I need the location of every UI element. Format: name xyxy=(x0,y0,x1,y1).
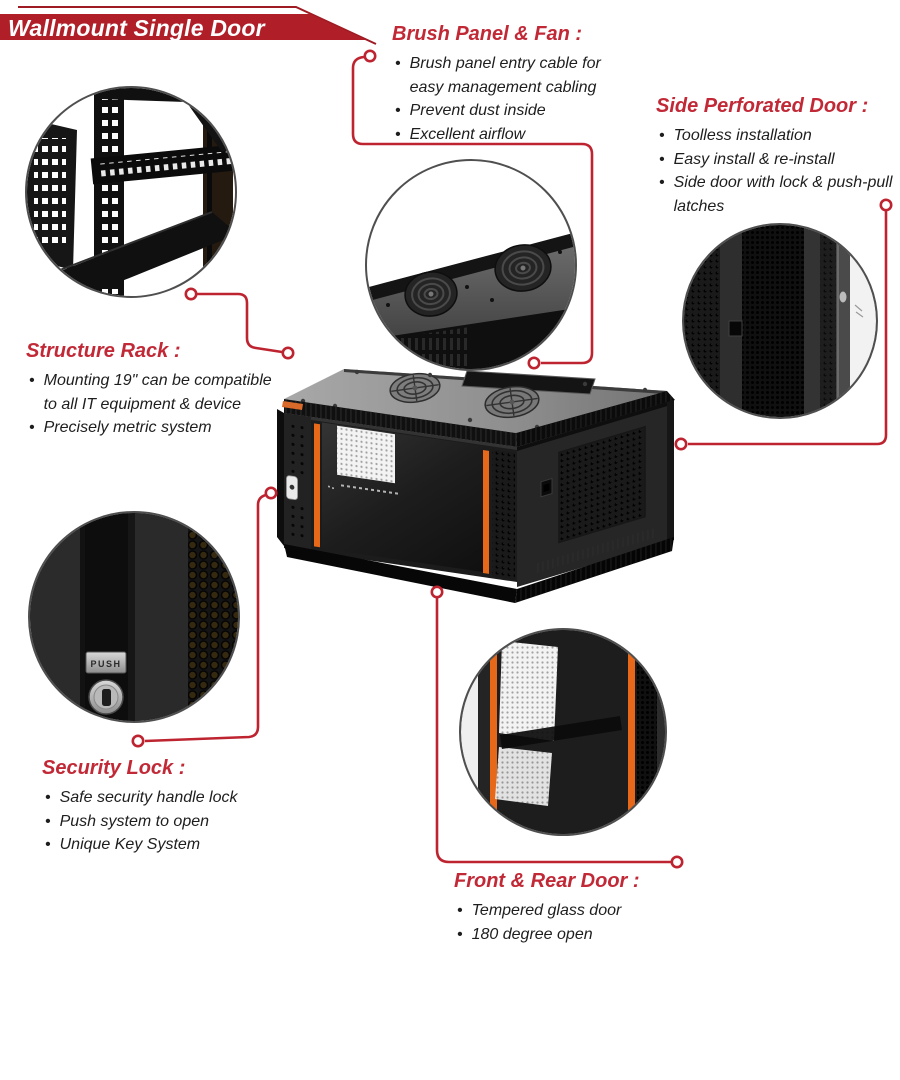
page-title: Wallmount Single Door xyxy=(8,15,265,41)
section-heading-brush-panel-fan: Brush Panel & Fan : xyxy=(392,23,583,45)
bullet-list: Safe security handle lock Push system to… xyxy=(42,786,277,857)
front-orange-rail-right xyxy=(483,450,489,574)
side-door-latch xyxy=(728,320,743,337)
interior-perforated-panel-lower xyxy=(495,747,552,806)
section-heading-structure-rack: Structure Rack : xyxy=(26,340,181,362)
bullet-item: Safe security handle lock xyxy=(42,786,277,810)
bullet-item: Tempered glass door xyxy=(454,899,684,923)
security-lock-photo: PUSH xyxy=(30,513,238,721)
banner-shape xyxy=(0,14,366,40)
side-perforated-vent xyxy=(558,425,646,544)
connector-side-door xyxy=(688,211,888,446)
front-rear-door-photo-ring xyxy=(459,628,667,836)
rack-crossbar xyxy=(90,144,235,185)
connector-front-door xyxy=(435,598,671,864)
structure-rack-photo xyxy=(27,88,235,296)
security-lock-photo-ring xyxy=(28,511,240,723)
keyhole xyxy=(102,689,111,706)
bullet-list: Mounting 19" can be compatible to all IT… xyxy=(26,369,288,440)
bullet-list: Tempered glass door 180 degree open xyxy=(454,899,684,946)
banner-outline xyxy=(18,6,377,45)
bullet-item: Precisely metric system xyxy=(26,416,288,440)
bullet-item: Brush panel entry cable for easy managem… xyxy=(392,52,607,99)
interior-brand-logo xyxy=(496,630,518,637)
callout-front-rear-door: Front & Rear Door : Tempered glass door … xyxy=(454,869,684,946)
front-rear-door-photo xyxy=(461,630,665,834)
front-vent-holes xyxy=(291,424,304,538)
bullet-item: Mounting 19" can be compatible to all IT… xyxy=(26,369,288,416)
bullet-item: Side door with lock & push-pull latches xyxy=(656,171,898,218)
brush-panel-fan-photo-ring xyxy=(365,159,577,371)
interior-orange-rail-right xyxy=(628,638,635,810)
bullet-list: Brush panel entry cable for easy managem… xyxy=(392,52,607,146)
section-heading-security-lock: Security Lock : xyxy=(42,757,186,779)
bullet-item: Easy install & re-install xyxy=(656,148,898,172)
fan-grille-photo-right xyxy=(494,244,552,292)
interior-perforated-panel-upper xyxy=(499,641,558,741)
callout-side-perforated-door: Side Perforated Door : Toolless installa… xyxy=(656,94,898,218)
bullet-item: Unique Key System xyxy=(42,833,277,857)
connector-structure-rack xyxy=(197,292,283,354)
interior-orange-rail-left xyxy=(490,640,497,826)
callout-structure-rack: Structure Rack : Mounting 19" can be com… xyxy=(26,339,288,440)
cabinet-brush-panel xyxy=(461,370,596,395)
cabinet-side-face xyxy=(517,400,674,587)
side-door-photo-ring xyxy=(682,223,878,419)
bullet-item: Toolless installation xyxy=(656,124,898,148)
callout-brush-panel-fan: Brush Panel & Fan : Brush panel entry ca… xyxy=(392,22,607,146)
bullet-item: Push system to open xyxy=(42,810,277,834)
security-lock-assembly: PUSH xyxy=(85,651,127,715)
callout-endpoints xyxy=(131,49,893,869)
front-right-vent-column xyxy=(492,449,515,580)
callout-connectors xyxy=(144,55,888,864)
title-banner xyxy=(0,6,377,45)
connector-security-lock xyxy=(144,493,267,743)
cabinet-fan-grille-right xyxy=(484,385,540,419)
bullet-list: Toolless installation Easy install & re-… xyxy=(656,124,898,218)
front-perforated-panel-reflection xyxy=(337,425,395,484)
cabinet-front-face xyxy=(284,413,517,582)
section-heading-front-rear-door: Front & Rear Door : xyxy=(454,870,640,892)
push-plate-label: PUSH xyxy=(90,659,121,669)
callout-security-lock: Security Lock : Safe security handle loc… xyxy=(42,756,277,857)
front-orange-rail-left xyxy=(314,423,320,548)
cabinet-fan-grille-left xyxy=(389,372,441,404)
bullet-item: Prevent dust inside xyxy=(392,99,607,123)
side-door-hinge-pin xyxy=(839,291,847,303)
cabinet-illustration xyxy=(277,369,675,603)
bullet-item: Excellent airflow xyxy=(392,123,607,147)
bullet-item: 180 degree open xyxy=(454,923,684,947)
fan-grille-photo-left xyxy=(404,271,458,317)
section-heading-side-perforated-door: Side Perforated Door : xyxy=(656,95,869,117)
structure-rack-photo-ring xyxy=(25,86,237,298)
